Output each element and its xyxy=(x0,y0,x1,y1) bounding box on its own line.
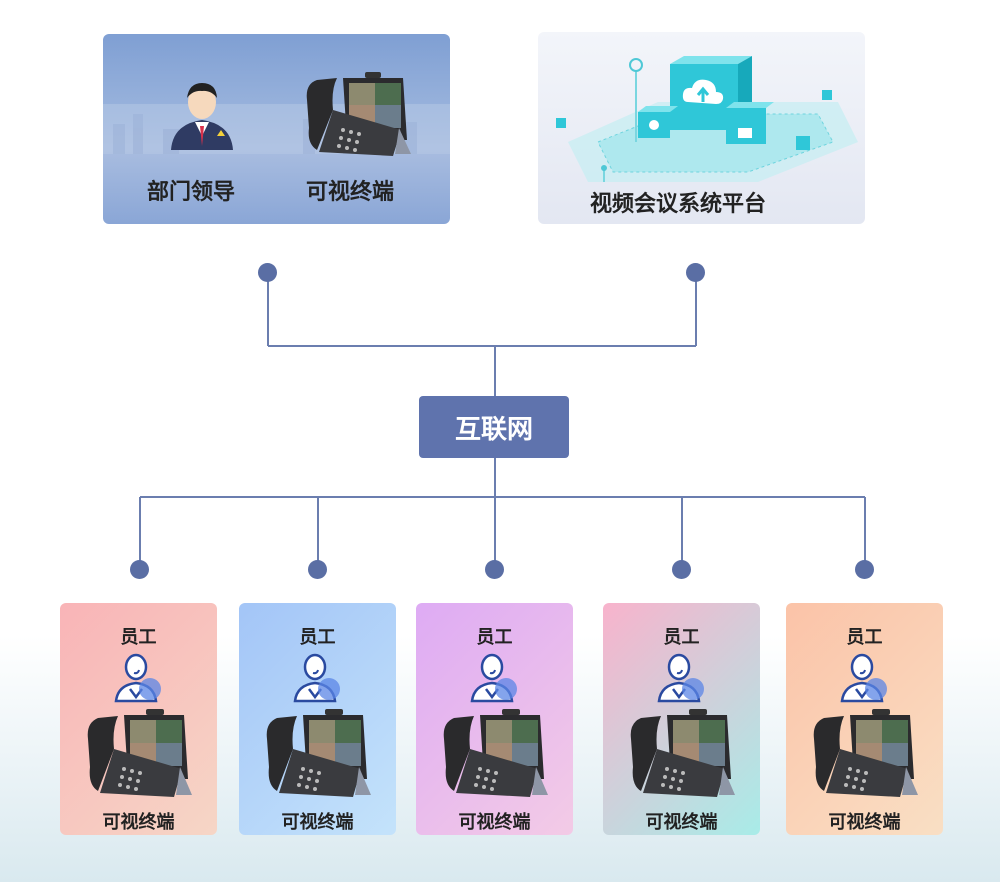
employee-title: 员工 xyxy=(476,627,513,648)
employee-title: 员工 xyxy=(846,627,883,648)
employee-card-3: 员工 可视终端 xyxy=(416,603,573,835)
leader-card: 部门领导 可视终端 xyxy=(103,34,450,224)
employee-card-4: 员工 可视终端 xyxy=(603,603,760,835)
internet-hub-label: 互联网 xyxy=(454,414,533,445)
employee-terminal-label: 可视终端 xyxy=(458,812,531,833)
employee-card-1: 员工 可视终端 xyxy=(60,603,217,835)
employee-terminal-label: 可视终端 xyxy=(281,812,354,833)
leader-terminal-icon xyxy=(306,72,411,156)
leader-avatar-icon xyxy=(171,83,233,150)
employee-terminal-label: 可视终端 xyxy=(645,812,718,833)
employee-card-5: 员工 可视终端 xyxy=(786,603,943,835)
employee-title: 员工 xyxy=(299,627,336,648)
employee-terminal-label: 可视终端 xyxy=(828,812,901,833)
platform-label: 视频会议系统平台 xyxy=(590,192,767,217)
employee-terminal-label: 可视终端 xyxy=(102,812,175,833)
employee-avatar-icon xyxy=(293,653,340,703)
employee-terminal-icon xyxy=(443,709,548,797)
platform-card: 视频会议系统平台 xyxy=(538,32,865,224)
employee-avatar-icon xyxy=(840,653,887,703)
leader-terminal-label: 可视终端 xyxy=(306,180,395,205)
employee-terminal-icon xyxy=(813,709,918,797)
node-dot-employee-4 xyxy=(672,560,691,579)
employee-terminal-icon xyxy=(630,709,735,797)
employee-terminal-icon xyxy=(87,709,192,797)
employee-terminal-icon xyxy=(266,709,371,797)
node-dot-leader xyxy=(258,263,277,282)
node-dot-employee-5 xyxy=(855,560,874,579)
node-dot-employee-3 xyxy=(485,560,504,579)
node-dot-employee-2 xyxy=(308,560,327,579)
employee-avatar-icon xyxy=(114,653,161,703)
employee-title: 员工 xyxy=(663,627,700,648)
cloud-platform-icon xyxy=(556,56,858,182)
employee-title: 员工 xyxy=(120,627,157,648)
internet-hub: 互联网 xyxy=(419,396,569,458)
employee-card-2: 员工 可视终端 xyxy=(239,603,396,835)
node-dot-employee-1 xyxy=(130,560,149,579)
node-dot-platform xyxy=(686,263,705,282)
employee-avatar-icon xyxy=(657,653,704,703)
employee-avatar-icon xyxy=(470,653,517,703)
leader-role-label: 部门领导 xyxy=(147,180,236,205)
